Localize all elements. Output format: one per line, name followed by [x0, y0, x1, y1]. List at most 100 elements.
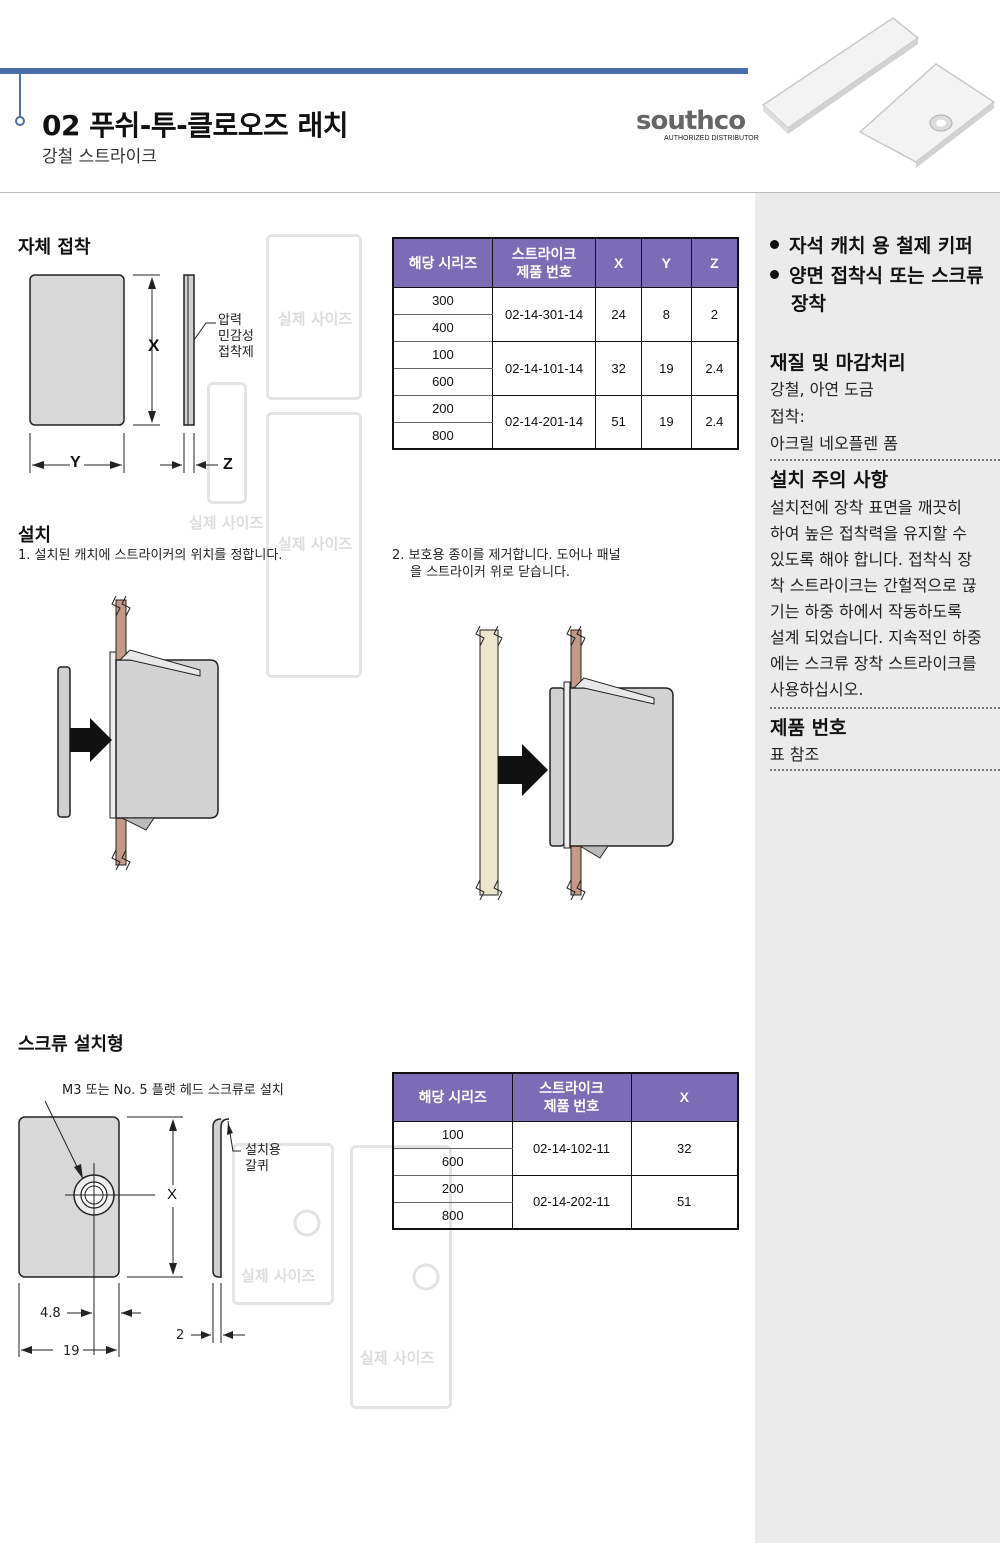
col-z: Z: [690, 237, 739, 288]
divider: [770, 459, 1000, 461]
table-row: 400: [392, 313, 738, 342]
product-image: [761, 17, 996, 168]
caution-line: 하여 높은 접착력을 유지할 수: [770, 524, 967, 543]
series-cell: 600: [392, 1147, 513, 1176]
dim-19: 19: [63, 1344, 80, 1359]
x-cell: 51: [630, 1174, 739, 1230]
caution-line: 설계 되었습니다. 지속적인 하중: [770, 628, 982, 647]
material-line: 강철, 아연 도금: [770, 380, 874, 399]
caution-line: 착 스트라이크는 간헐적으로 끊: [770, 576, 977, 595]
material-line: 아크릴 네오플렌 폼: [770, 434, 898, 453]
table-row: 300 02-14-301-14 24 8 2: [392, 286, 739, 342]
x-cell: 24: [595, 286, 642, 342]
screw-dim-x: X: [167, 1186, 178, 1203]
part-number-cell: 02-14-202-11: [511, 1174, 632, 1230]
dim-x-label: X: [148, 336, 160, 355]
bullet-icon: [770, 240, 779, 249]
feature-bullet: 양면 접착식 또는 스크류: [770, 262, 984, 290]
page-title: 02 푸쉬-투-클로오즈 래치: [42, 109, 349, 142]
series-cell: 200: [392, 394, 493, 423]
actual-size-outline: [232, 1143, 334, 1305]
header-accent-dot: [15, 116, 25, 126]
feature-bullet-cont: 장착: [791, 293, 826, 315]
adhesive-strike-drawing: [29, 274, 218, 473]
col-x: X: [630, 1072, 739, 1122]
table-row: 100 02-14-101-14 32 19 2.4: [392, 340, 739, 396]
caution-line: 있도록 해야 합니다. 접착식 장: [770, 550, 973, 569]
series-cell: 200: [392, 1174, 513, 1203]
part-number-title: 제품 번호: [770, 717, 847, 739]
part-number-cell: 02-14-301-14: [491, 286, 597, 342]
table-row: 100 02-14-102-11 32: [392, 1120, 739, 1176]
dim-4-8: 4.8: [40, 1306, 61, 1321]
logo-subtitle: AUTHORIZED DISTRIBUTOR: [664, 135, 759, 142]
screw-strike-drawing: [18, 1100, 245, 1357]
install-step-2-cont: 을 스트라이커 위로 닫습니다.: [410, 565, 571, 580]
actual-size-label: 실제 사이즈: [241, 1267, 316, 1285]
material-title: 재질 및 마감처리: [770, 352, 906, 374]
header-accent-bar: [0, 68, 748, 74]
screw-callout: M3 또는 No. 5 플랫 헤드 스크류로 설치: [62, 1083, 284, 1098]
y-cell: 19: [640, 394, 692, 450]
page-subtitle: 강철 스트라이크: [42, 147, 157, 167]
southco-logo: southco: [636, 106, 746, 136]
y-cell: 8: [640, 286, 692, 342]
actual-size-label: 실제 사이즈: [360, 1349, 435, 1367]
part-number-cell: 02-14-101-14: [491, 340, 597, 396]
bullet-icon: [770, 270, 779, 279]
feature-bullet: 자석 캐치 용 철제 키퍼: [770, 232, 973, 260]
dim-2: 2: [176, 1328, 185, 1343]
z-cell: 2.4: [690, 340, 739, 396]
caution-line: 사용하십시오.: [770, 680, 864, 699]
caution-title: 설치 주의 사항: [770, 469, 889, 491]
ghost-holes: [293, 1209, 440, 1291]
actual-size-label: 실제 사이즈: [278, 535, 353, 553]
col-series: 해당 시리즈: [392, 237, 493, 288]
install-step-2: 2. 보호용 종이를 제거합니다. 도어나 패널: [392, 548, 621, 563]
screw-section-title: 스크류 설치형: [18, 1034, 124, 1055]
header-divider: [0, 192, 1000, 193]
header-accent-line: [19, 74, 21, 118]
part-number-cell: 02-14-102-11: [511, 1120, 632, 1176]
install-step-1: 1. 설치된 캐치에 스트라이커의 위치를 정합니다.: [18, 548, 283, 563]
actual-size-label: 실제 사이즈: [278, 310, 353, 328]
actual-size-outline: [207, 382, 247, 504]
table-row: 600: [392, 1147, 738, 1176]
series-cell: 300: [392, 286, 493, 315]
table-row: 200 02-14-201-14 51 19 2.4: [392, 394, 739, 450]
series-cell: 600: [392, 367, 493, 396]
divider: [770, 769, 1000, 771]
x-cell: 32: [630, 1120, 739, 1176]
material-line: 접착:: [770, 407, 805, 426]
spec-panel: [755, 193, 1000, 1543]
z-cell: 2: [690, 286, 739, 342]
table-row: 800: [392, 1201, 738, 1230]
series-cell: 400: [392, 313, 493, 342]
col-series: 해당 시리즈: [392, 1072, 513, 1122]
install-diagram-2: [475, 625, 674, 900]
part-number-cell: 02-14-201-14: [491, 394, 597, 450]
col-y: Y: [640, 237, 692, 288]
table-row: 200 02-14-202-11 51: [392, 1174, 739, 1230]
actual-size-outline: [266, 412, 362, 678]
adhesive-callout: 압력 민감성 접착제: [218, 313, 254, 360]
divider: [770, 707, 1000, 709]
actual-size-outline: [266, 234, 362, 400]
caution-line: 설치전에 장착 표면을 깨끗히: [770, 498, 962, 517]
install-diagram-1: [57, 595, 219, 870]
table-row: 800: [392, 421, 738, 450]
col-x: X: [595, 237, 642, 288]
series-cell: 100: [392, 340, 493, 369]
dim-z-label: Z: [223, 456, 233, 473]
install-section-title: 설치: [18, 525, 52, 546]
series-cell: 800: [392, 1201, 513, 1230]
dim-y-label: Y: [70, 454, 81, 471]
caution-line: 기는 하중 하에서 작동하도록: [770, 602, 962, 621]
actual-size-label: 실제 사이즈: [189, 514, 264, 532]
x-cell: 51: [595, 394, 642, 450]
series-cell: 100: [392, 1120, 513, 1149]
